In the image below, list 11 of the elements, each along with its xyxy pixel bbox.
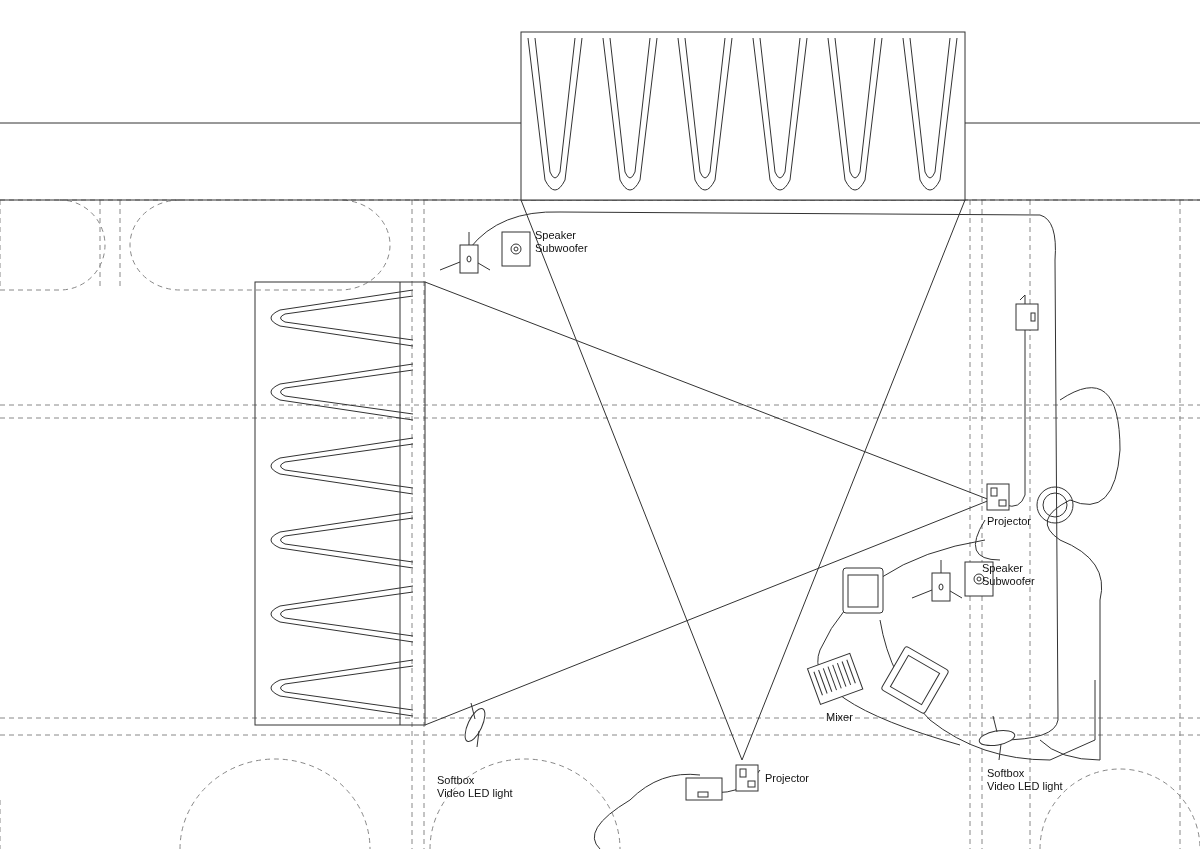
equipment-label: Softbox bbox=[437, 774, 475, 787]
equipment-label: Video LED light bbox=[987, 780, 1063, 793]
equipment-label: Mixer bbox=[826, 711, 853, 724]
equipment-label: Speaker bbox=[535, 229, 576, 242]
equipment-label: Subwoofer bbox=[535, 242, 588, 255]
equipment-label: Video LED light bbox=[437, 787, 513, 800]
equipment-label: Softbox bbox=[987, 767, 1025, 780]
equipment-label: Speaker bbox=[982, 562, 1023, 575]
equipment-label: Subwoofer bbox=[982, 575, 1035, 588]
equipment-label: Projector bbox=[987, 515, 1032, 528]
equipment-label: Projector bbox=[765, 772, 810, 785]
